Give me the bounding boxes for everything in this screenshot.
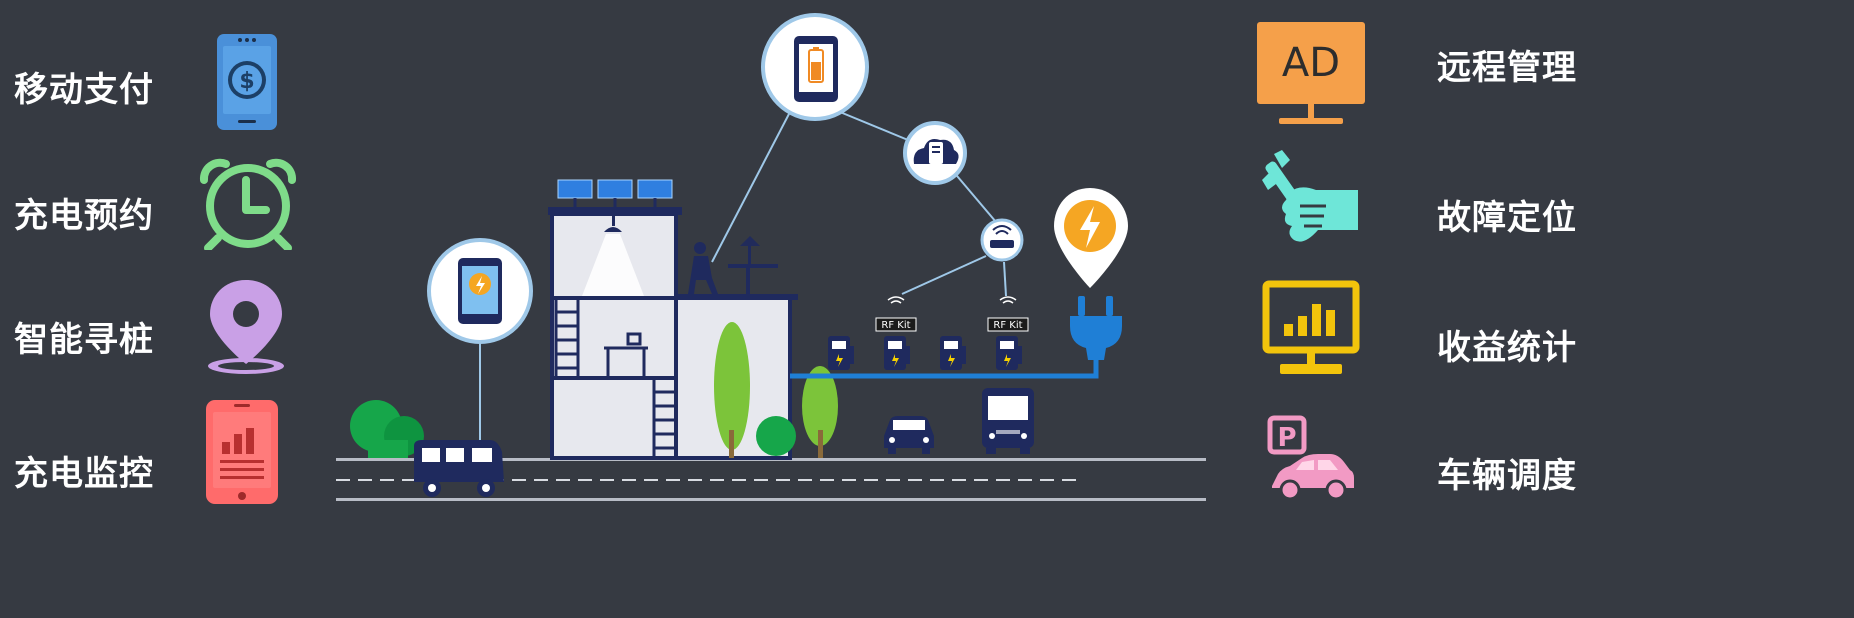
label-revenue-stats: 收益统计 — [1437, 328, 1577, 368]
solar-panels — [557, 179, 673, 207]
rf-kit-label-1: RF Kit — [881, 320, 910, 331]
parking-car-icon: P — [1267, 415, 1354, 501]
label-charge-monitor: 充电监控 — [14, 454, 154, 494]
rf-kit-tags: RF Kit RF Kit — [875, 296, 1029, 332]
charge-phone-bubble — [427, 238, 533, 344]
rf-kit-label-2: RF Kit — [993, 320, 1022, 331]
cloud-server-bubble — [903, 121, 967, 185]
label-remote-management: 远程管理 — [1437, 48, 1577, 88]
trees-middle — [714, 322, 838, 458]
car — [884, 416, 934, 454]
bus — [982, 388, 1034, 454]
charging-posts — [828, 336, 1022, 370]
label-smart-find-pile: 智能寻桩 — [14, 320, 154, 360]
router-bubble — [980, 218, 1024, 262]
parking-letter: P — [1277, 423, 1296, 453]
lightning-pin-icon — [1054, 188, 1128, 288]
label-vehicle-dispatch: 车辆调度 — [1437, 456, 1577, 496]
dollar-sign: $ — [239, 69, 254, 94]
building — [548, 207, 798, 460]
trees-left — [350, 400, 424, 458]
label-charge-booking: 充电预约 — [14, 196, 154, 236]
label-mobile-payment: 移动支付 — [14, 70, 154, 110]
ad-screen-icon: AD — [1257, 22, 1365, 124]
charging-monitor-icon — [206, 400, 278, 504]
ad-text: AD — [1282, 40, 1340, 86]
alarm-clock-icon — [199, 158, 297, 250]
label-fault-location: 故障定位 — [1437, 198, 1577, 238]
location-pin-icon — [208, 280, 284, 374]
stats-monitor-icon — [1262, 280, 1360, 374]
network-lines — [479, 111, 1007, 440]
plug-icon — [1070, 296, 1122, 360]
van — [414, 440, 504, 497]
charging-cable — [790, 354, 1099, 379]
battery-phone-bubble — [761, 13, 869, 121]
rooftop-person — [688, 236, 778, 294]
wrench-hand-icon — [1262, 150, 1358, 242]
mobile-payment-icon: $ — [217, 34, 277, 130]
